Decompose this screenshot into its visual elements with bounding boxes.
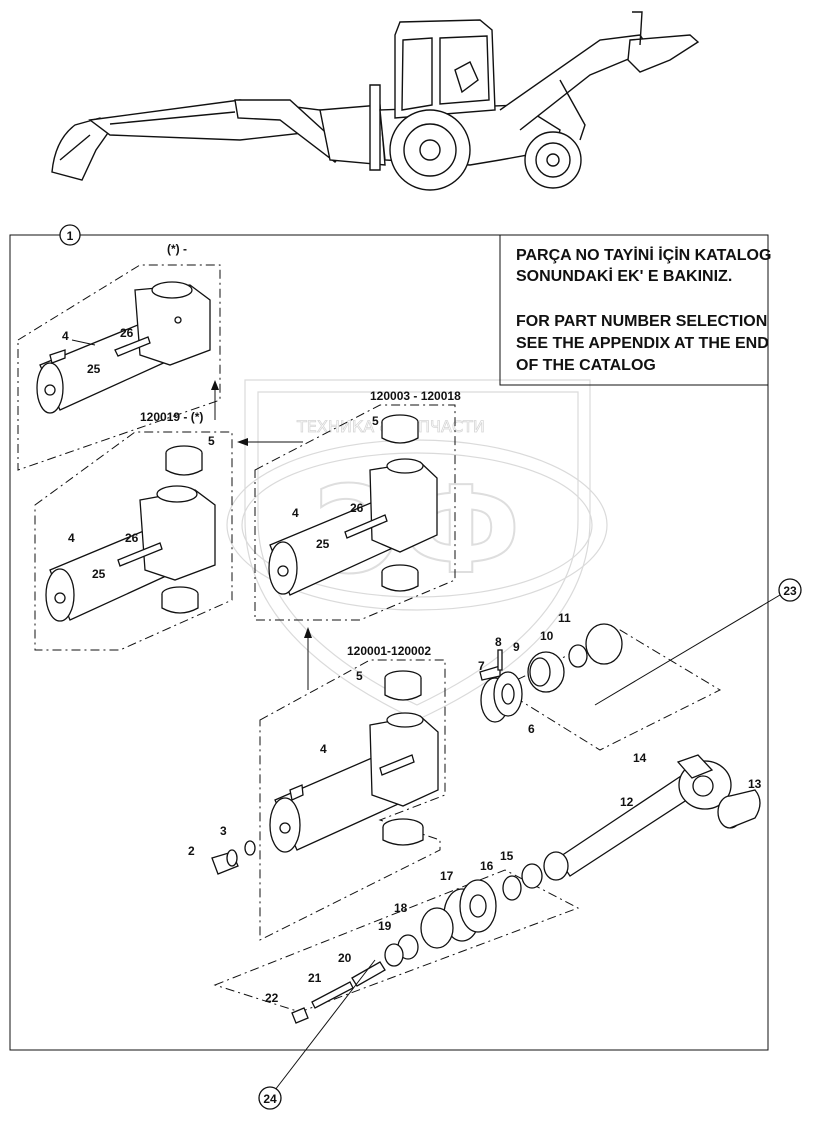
variant-120003-header: 120003 - 120018 xyxy=(370,389,461,403)
label-13: 13 xyxy=(748,777,762,791)
callout-1: 1 xyxy=(59,224,81,246)
note-en-line2: SEE THE APPENDIX AT THE END xyxy=(516,335,769,352)
group-24: 17 16 15 18 19 20 21 22 xyxy=(213,849,580,1091)
callout-24: 24 xyxy=(258,1086,282,1110)
variant-120019-header: 120019 - (*) xyxy=(140,410,203,424)
label-11: 11 xyxy=(558,611,571,625)
label-25-b: 25 xyxy=(92,567,106,581)
label-7: 7 xyxy=(478,659,485,673)
label-9: 9 xyxy=(513,640,520,654)
label-16: 16 xyxy=(480,859,494,873)
label-20: 20 xyxy=(338,951,352,965)
label-22: 22 xyxy=(265,991,279,1005)
variant-120003-group: 120003 - 120018 5 4 26 25 xyxy=(254,389,461,621)
note-box: PARÇA NO TAYİNİ İÇİN KATALOG SONUNDAKİ E… xyxy=(516,246,771,374)
label-3: 3 xyxy=(220,824,227,838)
label-12: 12 xyxy=(620,795,634,809)
label-26-a: 26 xyxy=(120,326,134,340)
variant-120001-header: 120001-120002 xyxy=(347,644,431,658)
label-14: 14 xyxy=(633,751,647,765)
label-4-a: 4 xyxy=(62,329,69,343)
callout-23: 23 xyxy=(778,578,802,602)
svg-text:23: 23 xyxy=(783,584,797,598)
label-6: 6 xyxy=(528,722,535,736)
label-26-b: 26 xyxy=(125,531,139,545)
label-8: 8 xyxy=(495,635,502,649)
label-4-b: 4 xyxy=(68,531,75,545)
label-18: 18 xyxy=(394,901,408,915)
label-25-c: 25 xyxy=(316,537,330,551)
variant-120019-group: 120019 - (*) 5 4 26 25 xyxy=(34,410,233,651)
label-10: 10 xyxy=(540,629,554,643)
label-19: 19 xyxy=(378,919,392,933)
main-frame xyxy=(9,234,769,1051)
variant-star-header: (*) - xyxy=(167,242,187,256)
group-23: 6 7 8 9 10 11 xyxy=(478,594,781,751)
label-17: 17 xyxy=(440,869,454,883)
backhoe-loader-illustration xyxy=(51,11,700,191)
note-tr-line2: SONUNDAKİ EK' E BAKINIZ. xyxy=(516,267,732,285)
variant-star-group: (*) - 4 26 25 xyxy=(17,242,221,471)
label-2: 2 xyxy=(188,844,195,858)
rod-assembly: 14 12 13 xyxy=(543,751,762,881)
label-25-a: 25 xyxy=(87,362,101,376)
label-5-c: 5 xyxy=(356,669,363,683)
note-en-line1: FOR PART NUMBER SELECTION xyxy=(516,313,767,330)
variant-120001-group: 120001-120002 5 4 2 3 xyxy=(188,644,446,941)
label-5-a: 5 xyxy=(208,434,215,448)
label-5-b: 5 xyxy=(372,414,379,428)
svg-text:1: 1 xyxy=(67,229,74,243)
label-4-c: 4 xyxy=(292,506,299,520)
note-tr-line1: PARÇA NO TAYİNİ İÇİN KATALOG xyxy=(516,246,771,264)
label-21: 21 xyxy=(308,971,322,985)
label-15: 15 xyxy=(500,849,514,863)
note-en-line3: OF THE CATALOG xyxy=(516,357,656,374)
label-4-d: 4 xyxy=(320,742,327,756)
label-26-c: 26 xyxy=(350,501,364,515)
svg-text:24: 24 xyxy=(263,1092,277,1106)
